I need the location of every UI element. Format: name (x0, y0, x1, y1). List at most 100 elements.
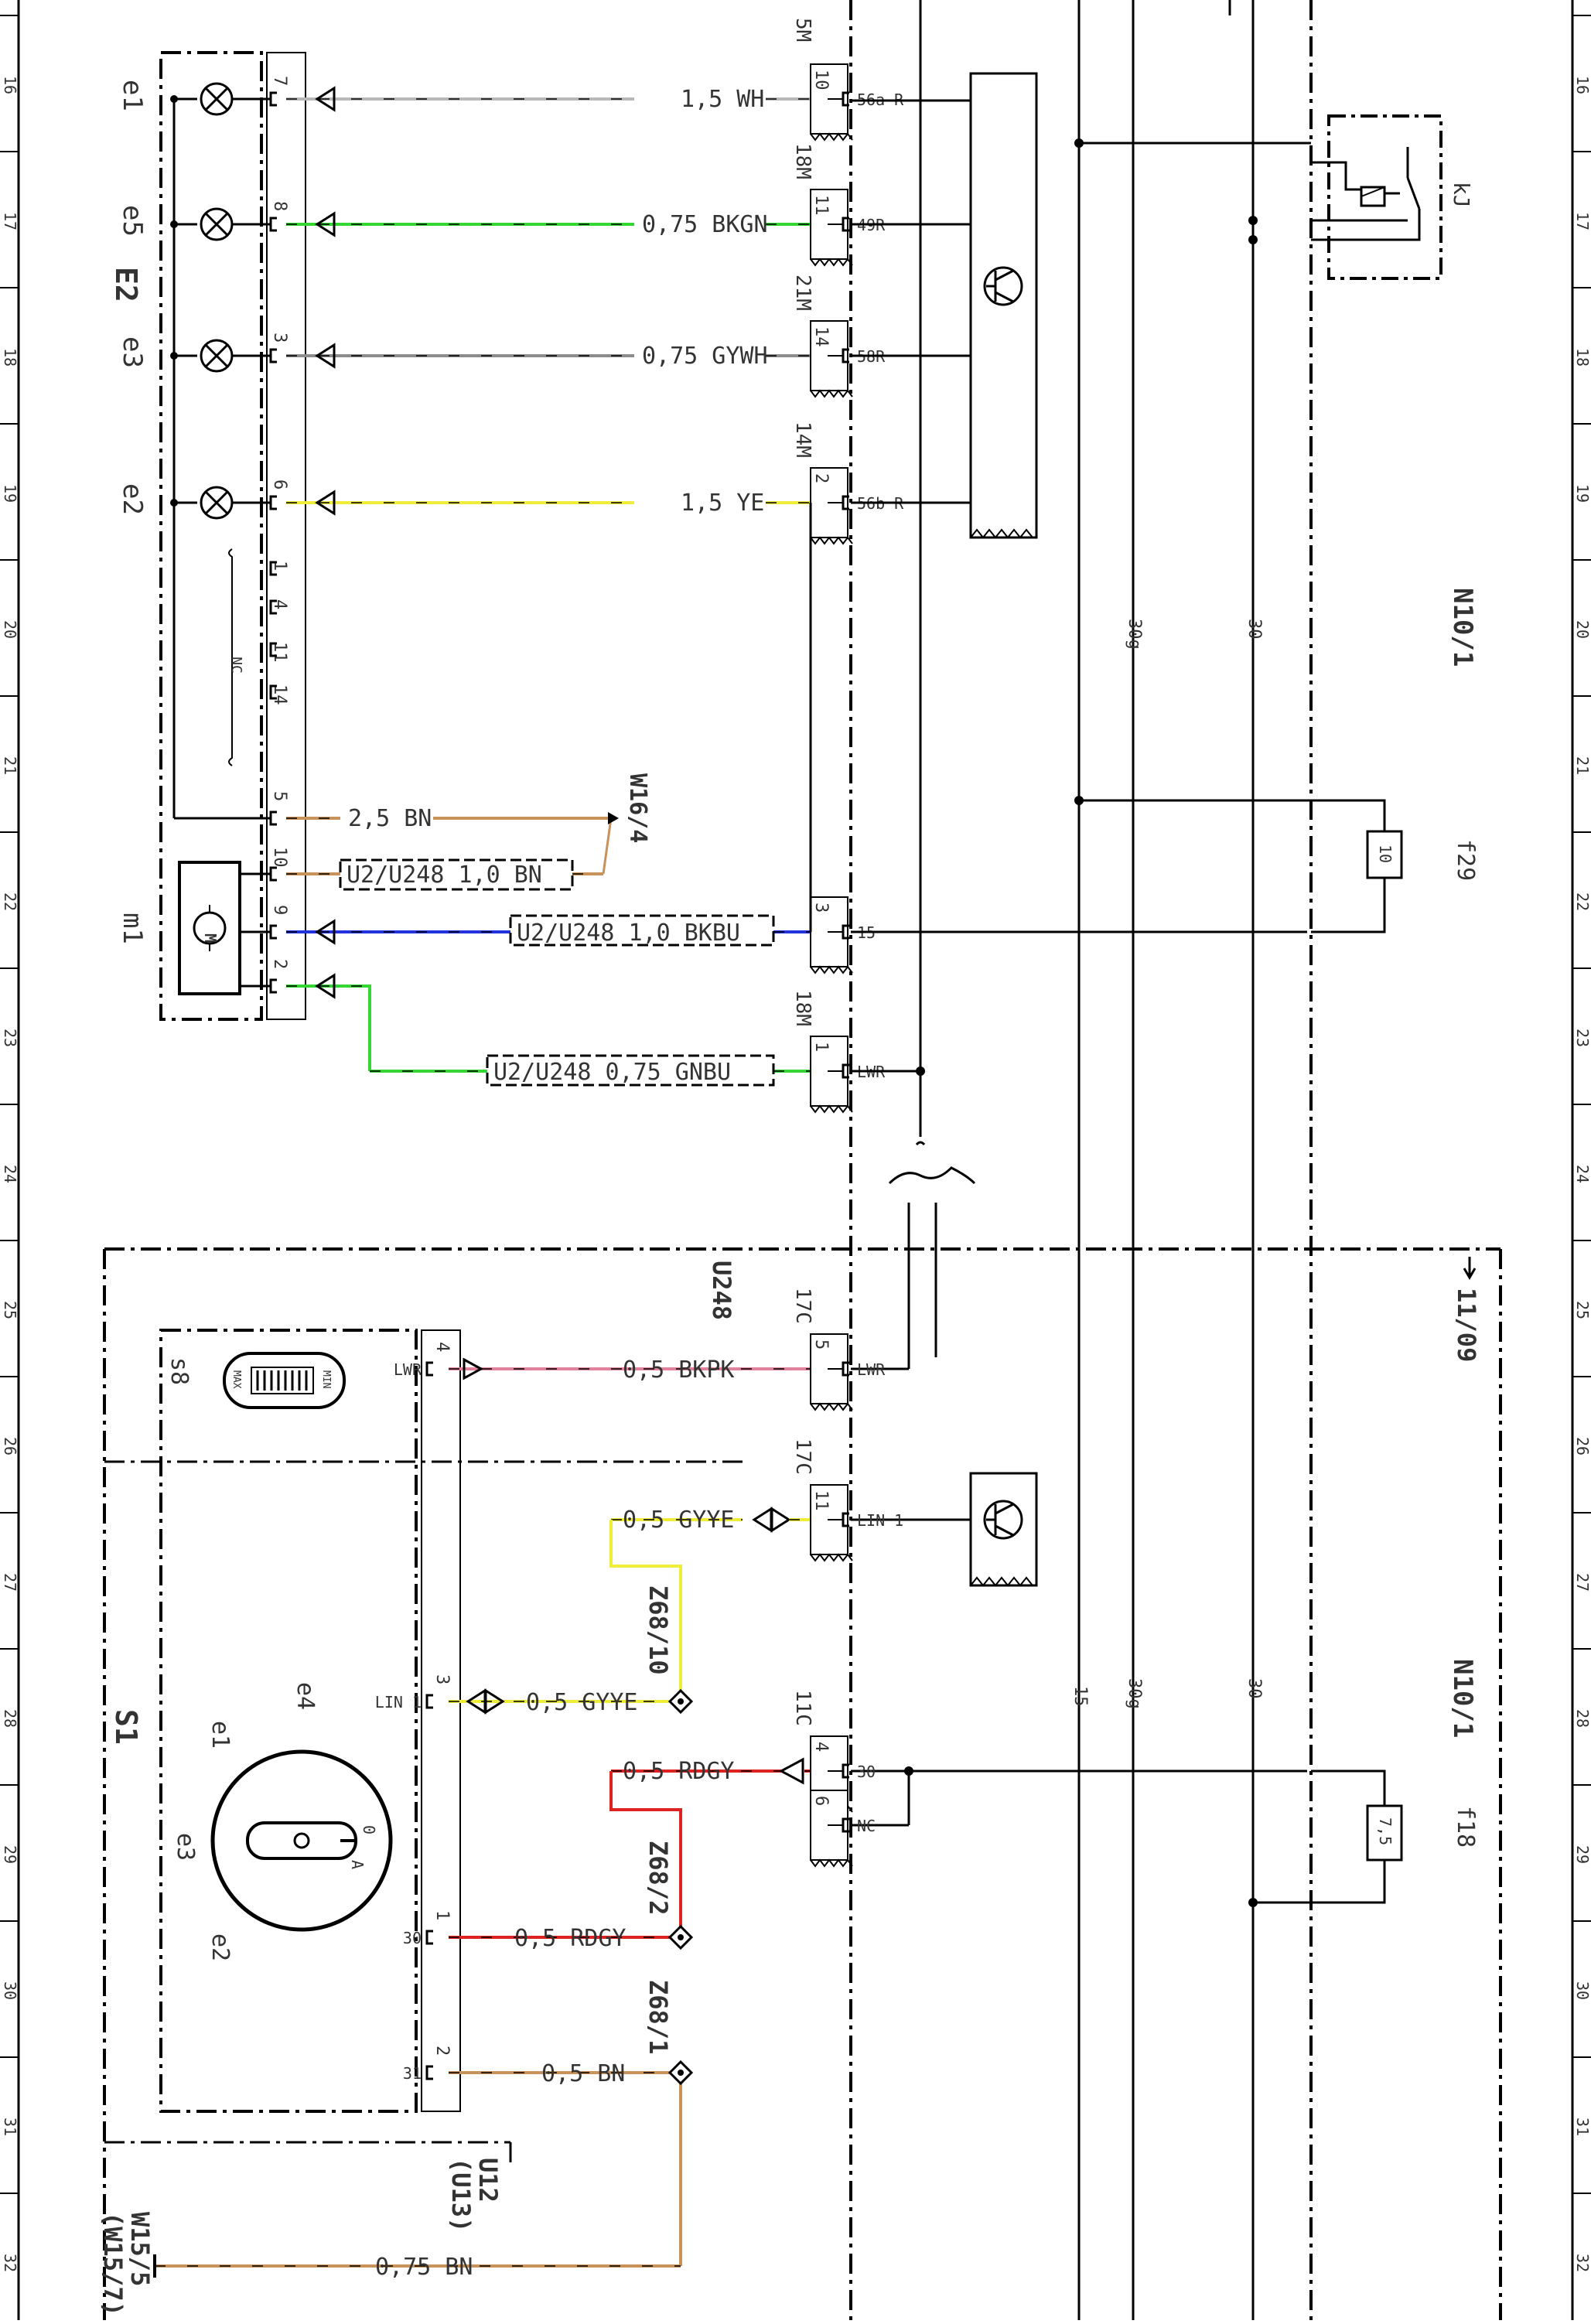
grid-row-label-right: 17 (1573, 212, 1591, 230)
wire-label: 0,5 BN (541, 2060, 625, 2087)
s1-pin-num: 2 (432, 2046, 452, 2056)
wire-label: 1,5 WH (681, 86, 764, 113)
z68-1-label: Z68/1 (644, 1980, 673, 2054)
bidir-arrow-icon (466, 1688, 505, 1715)
top-connector-pin: 14 (811, 326, 831, 347)
s8-label: s8 (166, 1357, 193, 1385)
top-connector-pin: 3 (811, 903, 831, 913)
grid-row-label-left: 28 (1, 1709, 19, 1728)
pin-tab (269, 866, 277, 882)
ecu-module-top (969, 72, 1038, 539)
n10-top-label: N10/1 (1447, 588, 1478, 667)
w15b-label: (W15/7) (98, 2212, 128, 2316)
grid-row-label-left: 21 (1, 756, 19, 775)
lamp-cross (204, 212, 229, 237)
wire-label: 0,5 GYYE (623, 1507, 735, 1534)
top-connector-code: 18M (791, 990, 814, 1026)
lamp-pin-7: 7 (270, 76, 289, 86)
connector-zigzag (810, 1858, 853, 1868)
bottom-connector-term: 30 (857, 1763, 876, 1781)
grid-row-label-left: 30 (1, 1981, 19, 2000)
bottom-connector-pin: 11 (811, 1490, 831, 1511)
e2-pin-2: 2 (270, 959, 289, 969)
f29-value: 10 (1376, 845, 1395, 863)
wire-label: U2/U248 0,75 GNBU (493, 1059, 731, 1086)
pin-tab (425, 2065, 433, 2080)
grid-row-label-left: 31 (1, 2118, 19, 2136)
connector-zigzag (810, 1553, 853, 1562)
grid-row-label-right: 24 (1573, 1165, 1591, 1183)
splice-dot (678, 2070, 684, 2076)
lamp-label-e2: e2 (117, 483, 148, 515)
grid-row-label-left: 32 (1, 2254, 19, 2272)
grid-ticks (0, 15, 1591, 2194)
fuse-f29 (1311, 799, 1403, 933)
top-connector-pin: 2 (811, 473, 831, 483)
switch-label-e1: e1 (207, 1721, 234, 1749)
connector-zigzag (810, 258, 853, 267)
z68-10-label: Z68/10 (644, 1585, 673, 1675)
grid-row-label-left: 16 (1, 76, 19, 94)
pin-tab (425, 1361, 433, 1377)
wire-label: 0,5 GYYE (526, 1689, 638, 1716)
grid-row-label-left: 20 (1, 620, 19, 639)
splice-dot (678, 1698, 684, 1705)
s8-thumbwheel (223, 1352, 346, 1409)
f18-value: 7,5 (1376, 1817, 1395, 1845)
rail-label-30g: 30g (1125, 619, 1144, 650)
transistor-icon (983, 266, 1023, 306)
rotary-light-switch (210, 1749, 393, 1932)
grid-row-label-right: 29 (1573, 1845, 1591, 1864)
top-connector-pin: 1 (811, 1042, 831, 1052)
lamp-label-e1: e1 (117, 80, 148, 111)
wire-label: 0,5 BKPK (623, 1357, 735, 1384)
s8-max: MAX (230, 1370, 242, 1389)
bottom-connector-code: 17C (791, 1438, 814, 1475)
grid-row-label-left: 27 (1, 1573, 19, 1592)
wire-rdgy-drop (609, 1771, 682, 1930)
w16-label: W16/4 (624, 773, 651, 843)
pin-tab (425, 1694, 433, 1709)
top-connector-code: 14M (791, 421, 814, 458)
switch-label-e2: e2 (207, 1933, 234, 1961)
arrow-icon (315, 973, 336, 999)
grid-row-label-right: 32 (1573, 2254, 1591, 2272)
grid-row-label-left: 23 (1, 1029, 19, 1047)
junction-dot (170, 220, 178, 228)
ref-11-09-label: 11/09 (1452, 1288, 1481, 1362)
kj-label: kJ (1449, 182, 1474, 208)
light-bulb-icon (293, 1832, 310, 1849)
motor-m1: M (178, 861, 241, 995)
pin-tab (425, 1930, 433, 1945)
fuse-f18 (1311, 1769, 1403, 1904)
bottom-connector-pin: 6 (811, 1796, 831, 1806)
u248-label: U248 (707, 1261, 736, 1320)
s1-switch-block (159, 1329, 461, 2113)
splice-dot (678, 1934, 684, 1940)
u2-boxes (339, 858, 775, 1087)
switch-label-e3: e3 (172, 1833, 199, 1861)
bottom-connector-code: 11C (791, 1690, 814, 1726)
rail-label-30g: 30g (1125, 1678, 1144, 1709)
lamp-pin-8: 8 (270, 201, 289, 211)
grid-row-label-right: 19 (1573, 484, 1591, 503)
nc-bracket (228, 548, 233, 766)
s1-pin-term: 31 (403, 2064, 422, 2083)
rail-label-15: 15 (1070, 1686, 1090, 1707)
pin-tab (269, 599, 277, 615)
arrow-icon (778, 1757, 804, 1785)
e2-pin-9: 9 (270, 905, 289, 915)
pin-tab (269, 495, 277, 510)
f29-label: f29 (1452, 839, 1479, 881)
wire-label: 2,5 BN (348, 805, 432, 832)
grid-row-label-left: 18 (1, 348, 19, 367)
grid-row-label-right: 25 (1573, 1301, 1591, 1319)
